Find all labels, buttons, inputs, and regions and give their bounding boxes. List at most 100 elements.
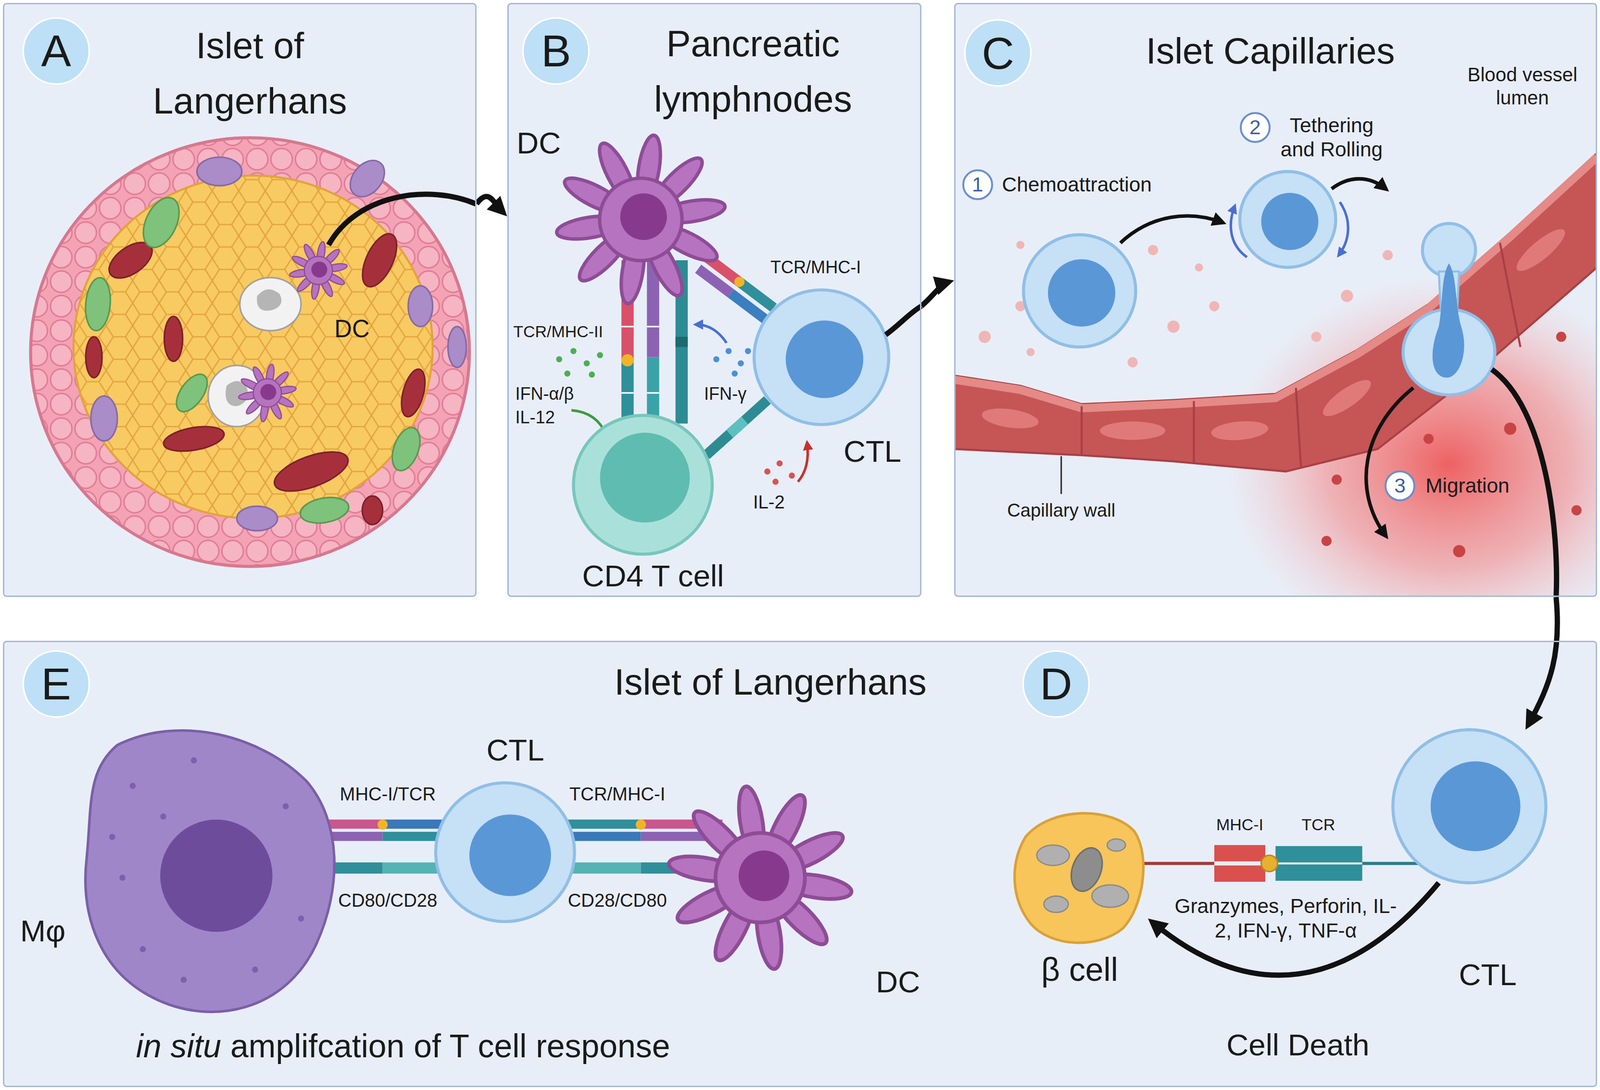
caption-text: amplifcation of T cell response [230,1026,670,1066]
process-arrow [1366,387,1414,536]
text-label: CTL [486,731,544,769]
macrophage [85,730,335,1012]
cytokine [555,348,604,378]
lymphnode-illustration [554,133,922,555]
delta-cell [408,285,433,327]
panel-title: Islet Capillaries [1146,28,1396,74]
text-label: CD4 T cell [582,557,725,594]
delta-cell [90,395,118,441]
ctl-cell [1392,729,1546,883]
text-label: CD28/CD80 [567,889,668,912]
panel-letter: C [964,19,1032,87]
receptor-pair [635,819,646,830]
chemokine-dot [1340,289,1353,303]
ctl-cell [1432,263,1465,378]
capillary [161,422,226,455]
delta-cell [236,505,278,531]
capillary-illustration [1499,242,1521,347]
beta-cell [1091,884,1129,908]
ctl-cell [435,782,575,922]
cytokine [731,370,738,377]
cytokine [713,348,752,377]
alpha-cell [136,191,187,253]
process-arrow [1120,215,1223,243]
ctl-cell [469,814,552,896]
receptor-pair [694,252,777,323]
islet-illustration [30,137,477,567]
text-label: CTL [843,432,902,470]
text-label: TCR/MHC-I [569,782,666,806]
ctl-cell [785,320,864,398]
panel-letter: E [22,650,90,718]
receptor-pair [675,336,688,347]
chemokine-dot [1209,301,1220,312]
cytokine [744,348,752,355]
receptor-pair [732,274,747,290]
receptor-pair [1275,864,1362,881]
cytokine [797,442,808,482]
alpha-cell [298,493,351,527]
capillary-illustration [1296,387,1302,467]
dendritic-cell [289,240,348,300]
text-label: Blood vessel lumen [1455,63,1590,111]
chemokine-dot [1127,357,1138,368]
capillary-illustration [1318,374,1376,422]
delta-cell [90,153,467,531]
capillary [355,228,404,292]
macrophage [282,803,290,810]
macrophage [298,915,305,922]
macrophage [109,833,116,840]
receptor-pair [646,391,659,394]
receptor-pair [1261,855,1278,872]
capillary [397,366,430,419]
cytokine [764,468,771,475]
macrophage [109,756,304,983]
macrophage [160,813,167,820]
text-label: Chemoattraction [1002,172,1152,198]
receptor-pair [729,420,745,434]
alpha-cell [170,368,214,417]
cytokine [764,460,795,485]
receptor-pair [705,400,768,456]
cell-label: β cell [1041,949,1119,989]
panel-background [507,2,922,597]
macrophage [129,782,136,789]
killing-illustration [1014,729,1547,943]
chemokine-dot [1147,244,1159,255]
dying-beta-cell [208,277,302,427]
dying-beta-cell [256,289,282,311]
panel-letter: A [22,17,90,85]
capillary-illustration [1081,242,1521,468]
cytokine [555,355,563,363]
text-label: TCR [1301,814,1336,835]
panel-title: Islet of Langerhans [117,18,383,129]
macrophage [139,945,147,953]
chemokine-dot [1571,504,1582,516]
cytokine [788,472,795,479]
capillary-illustration [955,152,1596,596]
chemokine-dot [1556,331,1567,342]
macrophage [119,874,126,881]
dendritic-cell [238,363,297,423]
delta-cell [343,153,392,204]
beta-cell-node: β cell [1015,811,1148,939]
capillary-illustration [1192,401,1195,464]
ctl-cell [1023,171,1495,395]
caption-text: in situ [136,1026,222,1066]
text-label: IFN-α/β [515,383,575,404]
dendritic-cell [289,240,348,300]
cd4-t-cell [573,415,713,555]
beta-cell [1036,838,1129,913]
receptor-pair [1214,844,1266,862]
text-label: Tethering and Rolling [1270,113,1394,163]
connector-arrow [921,281,949,306]
text-label: IFN-γ [704,383,747,404]
chemokine-dot [1311,331,1322,342]
panel-background [2,2,477,597]
ctl-cell [1392,729,1546,883]
dendritic-cell [238,363,297,423]
process-arrow [1230,206,1247,258]
chemokine-dot [1321,535,1332,546]
chemokine-dot [1016,240,1025,250]
